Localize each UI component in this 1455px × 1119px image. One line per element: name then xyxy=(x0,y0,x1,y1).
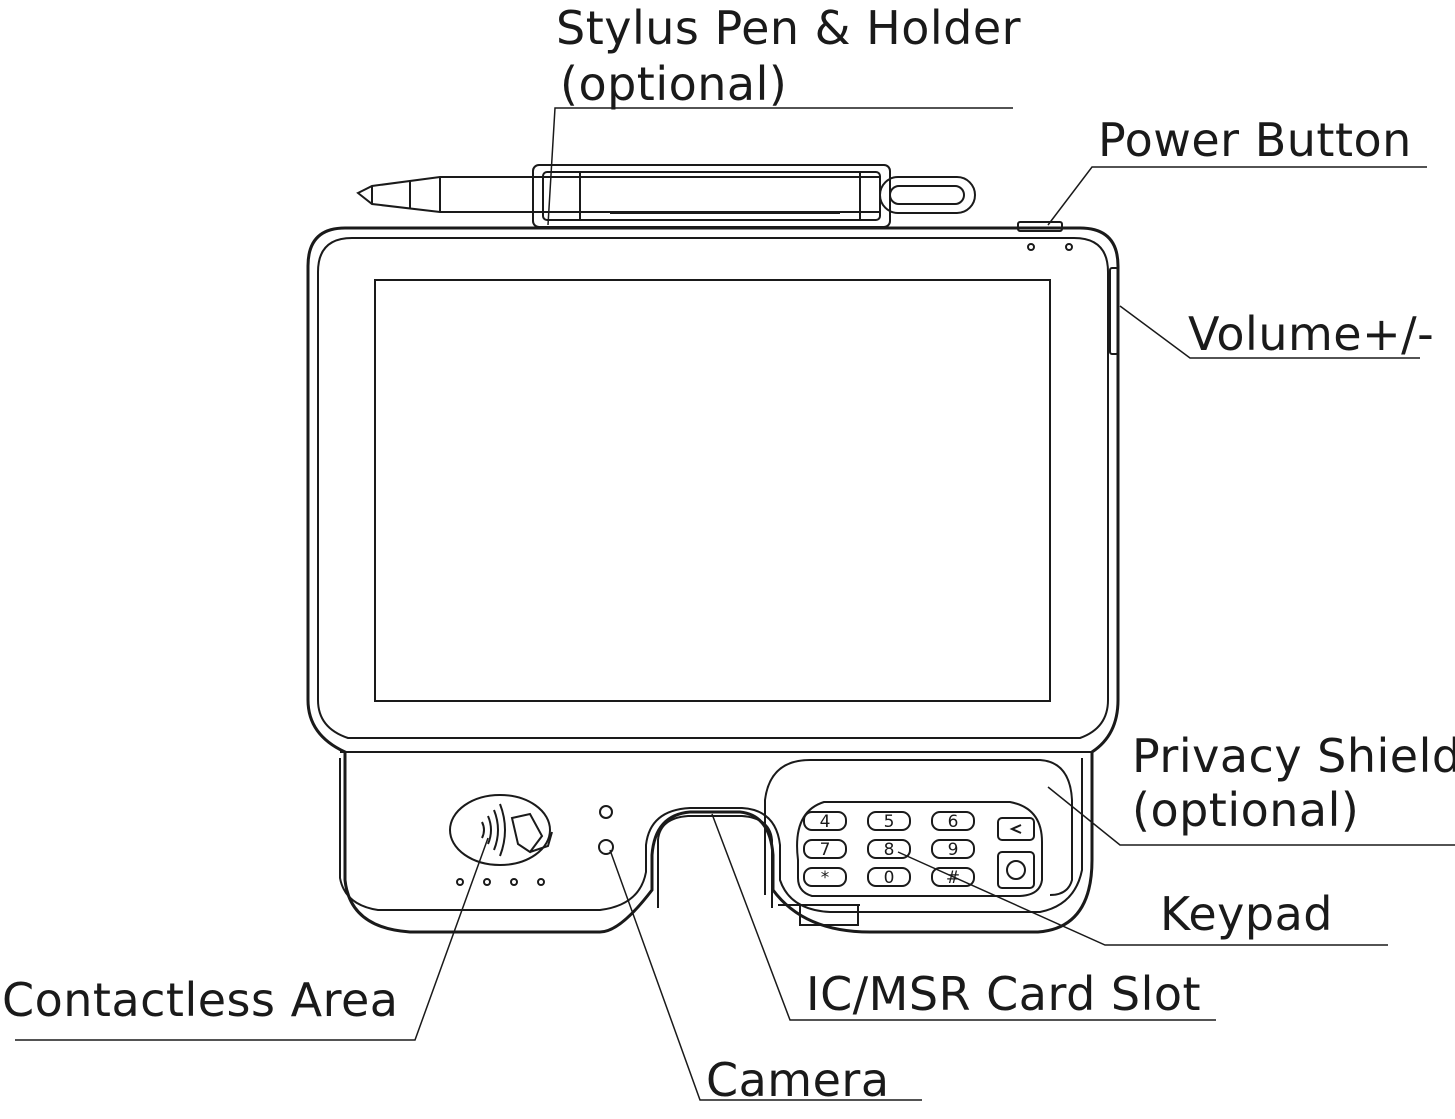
keypad-key-label: 5 xyxy=(884,812,895,832)
status-leds xyxy=(456,878,545,886)
device-body xyxy=(306,226,1120,934)
keypad-key-label: 4 xyxy=(820,812,831,832)
ambient-sensor xyxy=(1027,243,1035,251)
stylus-pen xyxy=(356,176,976,214)
label-contactless-area: Contactless Area xyxy=(2,973,399,1027)
label-stylus-line2: (optional) xyxy=(560,57,788,111)
keypad-key-outline[interactable] xyxy=(867,811,911,831)
label-volume: Volume+/- xyxy=(1188,307,1435,361)
keypad-key-label: * xyxy=(821,868,830,888)
keypad-key-label: 8 xyxy=(884,840,895,860)
label-camera: Camera xyxy=(706,1053,890,1107)
leader-lines xyxy=(15,107,1455,1101)
privacy-shield xyxy=(764,759,1073,896)
card-slot[interactable] xyxy=(657,815,860,926)
keypad-key-outline[interactable] xyxy=(931,811,975,831)
keypad-key-outline[interactable] xyxy=(867,867,911,887)
keypad-key-label: 7 xyxy=(820,840,831,860)
keypad-key-label: # xyxy=(946,868,960,888)
label-keypad: Keypad xyxy=(1160,887,1333,941)
label-privacy-line2: (optional) xyxy=(1132,783,1360,837)
keypad-key-outline[interactable] xyxy=(931,839,975,859)
keypad-key-label: 6 xyxy=(948,812,959,832)
keypad-key-label: 9 xyxy=(948,840,959,860)
keypad-key-outline[interactable] xyxy=(803,811,847,831)
keypad-key-outline[interactable] xyxy=(803,839,847,859)
keypad-key-outline[interactable] xyxy=(931,867,975,887)
label-privacy-line1: Privacy Shield xyxy=(1132,729,1455,783)
keypad-key-label: 0 xyxy=(884,868,895,888)
display-screen xyxy=(374,279,1051,702)
keypad-key-outline[interactable] xyxy=(867,839,911,859)
label-power-button: Power Button xyxy=(1098,113,1412,167)
keypad[interactable]: 4 5 6 7 8 9 * 0 # xyxy=(796,801,1043,897)
camera-upper-lens xyxy=(599,805,613,819)
stylus-holder xyxy=(532,164,891,228)
label-card-slot: IC/MSR Card Slot xyxy=(806,967,1202,1021)
camera-lens xyxy=(598,839,614,855)
indicator-light xyxy=(1065,243,1073,251)
label-stylus-line1: Stylus Pen & Holder xyxy=(556,1,1022,55)
keypad-key-outline[interactable] xyxy=(803,867,847,887)
contactless-reader[interactable] xyxy=(449,794,553,866)
